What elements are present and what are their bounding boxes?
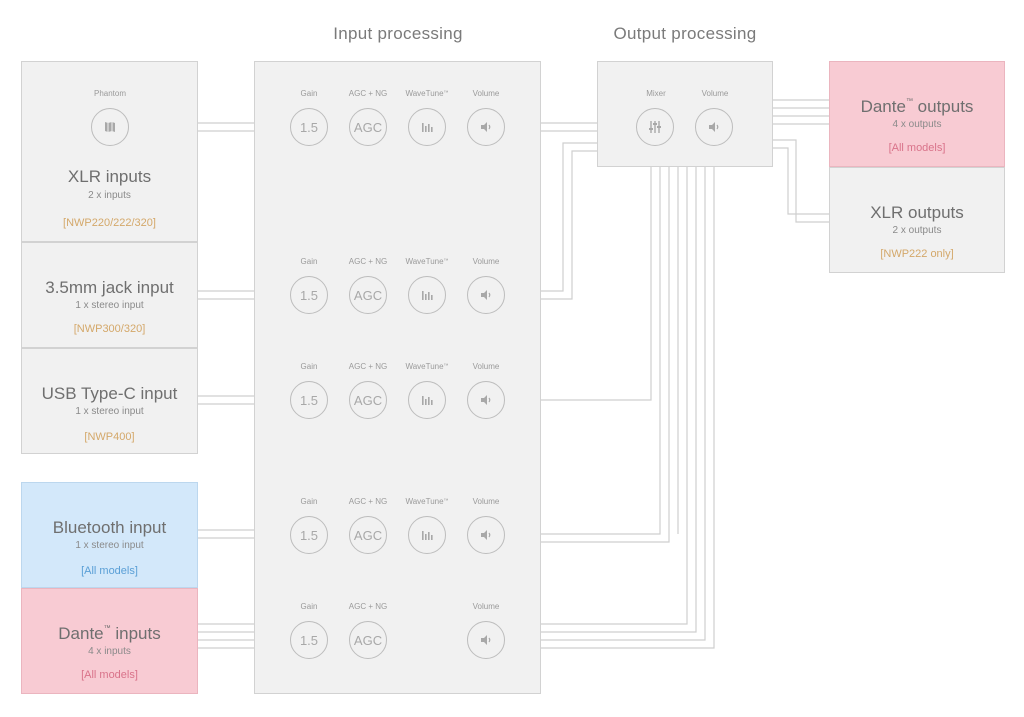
- dante-inputs-box: Dante™ inputs 4 x inputs [All models]: [21, 588, 198, 694]
- gain-value: 1.5: [290, 381, 328, 419]
- input-processing-header: Input processing: [333, 24, 463, 43]
- usb-input-subtitle: 1 x stereo input: [75, 406, 144, 417]
- xlr-outputs-title: XLR outputs: [870, 203, 964, 222]
- channel-agc-label: AGC + NG: [348, 602, 388, 611]
- channel-volume-label: Volume: [472, 602, 500, 611]
- channel-gain-label: Gain: [300, 497, 318, 506]
- channel-wavetune-label: WaveTune™: [405, 89, 449, 98]
- speaker-icon: [467, 108, 505, 146]
- output-volume-label: Volume: [701, 89, 729, 98]
- channel-gain-label: Gain: [300, 362, 318, 371]
- xlr-inputs-title: XLR inputs: [67, 167, 152, 186]
- xlr-outputs-models: [NWP222 only]: [880, 248, 954, 260]
- dante-inputs-subtitle: 4 x inputs: [88, 646, 131, 657]
- jack-input-box: 3.5mm jack input 1 x stereo input [NWP30…: [21, 242, 198, 348]
- channel-volume-label: Volume: [472, 89, 500, 98]
- gain-value: 1.5: [290, 621, 328, 659]
- channel-agc-label: AGC + NG: [348, 89, 388, 98]
- dante-outputs-title: Dante™ outputs: [860, 97, 974, 116]
- jack-input-models: [NWP300/320]: [73, 323, 146, 335]
- bluetooth-input-models: [All models]: [81, 565, 138, 577]
- equalizer-bars-icon: [408, 381, 446, 419]
- channel-agc-label: AGC + NG: [348, 257, 388, 266]
- speaker-icon: [695, 108, 733, 146]
- output-processing-panel: Mixer Volume: [597, 61, 773, 167]
- dante-inputs-title: Dante™ inputs: [58, 624, 161, 643]
- usb-input-models: [NWP400]: [84, 431, 135, 443]
- channel-volume-label: Volume: [472, 257, 500, 266]
- channel-gain-label: Gain: [300, 89, 318, 98]
- speaker-icon: [467, 276, 505, 314]
- usb-input-title: USB Type-C input: [41, 384, 178, 403]
- xlr-inputs-subtitle: 2 x inputs: [88, 190, 131, 201]
- output-processing-header: Output processing: [613, 24, 757, 43]
- equalizer-bars-icon: [408, 108, 446, 146]
- xlr-inputs-models: [NWP220/222/320]: [63, 217, 156, 229]
- mixer-label: Mixer: [646, 89, 666, 98]
- xlr-inputs-box: Phantom XLR inputs 2 x inputs [NWP220/22…: [21, 61, 198, 242]
- agc-value: AGC: [349, 276, 387, 314]
- dante-inputs-models: [All models]: [81, 669, 138, 681]
- gain-value: 1.5: [290, 276, 328, 314]
- equalizer-bars-icon: [408, 276, 446, 314]
- phantom-power-icon: [91, 108, 129, 146]
- agc-value: AGC: [349, 108, 387, 146]
- xlr-outputs-box: XLR outputs 2 x outputs [NWP222 only]: [829, 167, 1005, 273]
- speaker-icon: [467, 516, 505, 554]
- agc-value: AGC: [349, 516, 387, 554]
- dante-outputs-box: Dante™ outputs 4 x outputs [All models]: [829, 61, 1005, 167]
- phantom-label: Phantom: [93, 89, 127, 98]
- bluetooth-input-box: Bluetooth input 1 x stereo input [All mo…: [21, 482, 198, 588]
- agc-value: AGC: [349, 381, 387, 419]
- bluetooth-input-subtitle: 1 x stereo input: [75, 540, 144, 551]
- gain-value: 1.5: [290, 108, 328, 146]
- dante-outputs-subtitle: 4 x outputs: [892, 119, 942, 130]
- channel-agc-label: AGC + NG: [348, 497, 388, 506]
- dante-outputs-models: [All models]: [888, 142, 946, 154]
- bluetooth-input-title: Bluetooth input: [52, 518, 167, 537]
- xlr-outputs-subtitle: 2 x outputs: [892, 225, 942, 236]
- speaker-icon: [467, 381, 505, 419]
- channel-volume-label: Volume: [472, 497, 500, 506]
- channel-agc-label: AGC + NG: [348, 362, 388, 371]
- channel-wavetune-label: WaveTune™: [405, 497, 449, 506]
- equalizer-bars-icon: [408, 516, 446, 554]
- channel-gain-label: Gain: [300, 602, 318, 611]
- mixer-sliders-icon: [636, 108, 674, 146]
- channel-volume-label: Volume: [472, 362, 500, 371]
- channel-wavetune-label: WaveTune™: [405, 362, 449, 371]
- jack-input-title: 3.5mm jack input: [45, 278, 174, 297]
- usb-input-box: USB Type-C input 1 x stereo input [NWP40…: [21, 348, 198, 454]
- channel-gain-label: Gain: [300, 257, 318, 266]
- channel-wavetune-label: WaveTune™: [405, 257, 449, 266]
- agc-value: AGC: [349, 621, 387, 659]
- speaker-icon: [467, 621, 505, 659]
- gain-value: 1.5: [290, 516, 328, 554]
- jack-input-subtitle: 1 x stereo input: [75, 300, 144, 311]
